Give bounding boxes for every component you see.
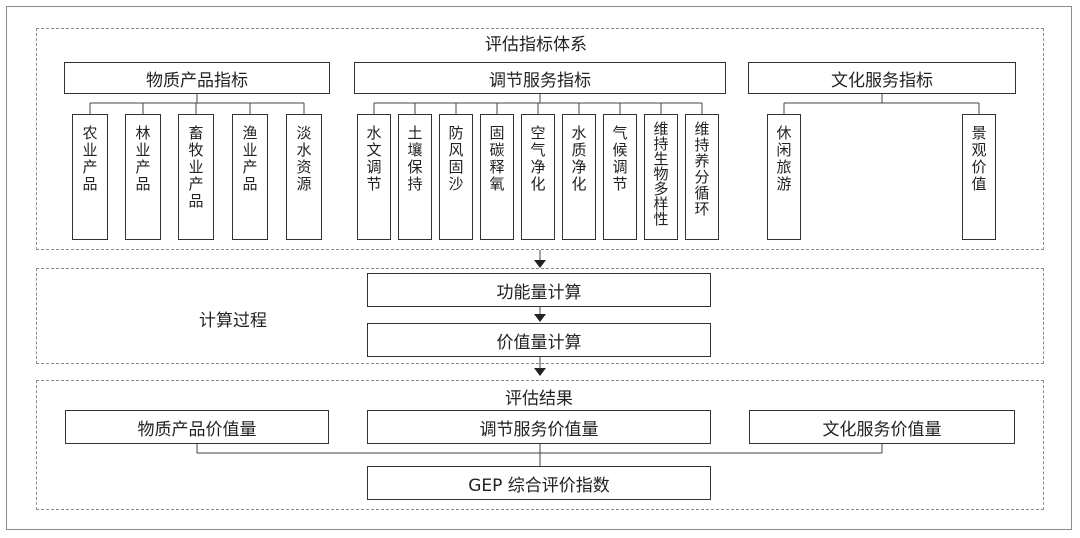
item-carbon-oxygen: 固碳释氧	[480, 114, 514, 240]
item-soil-conservation: 土壤保持	[398, 114, 432, 240]
diagram-frame	[6, 6, 1072, 530]
item-sand-fixation: 防风固沙	[439, 114, 473, 240]
item-landscape-value: 景观价值	[962, 114, 996, 240]
item-biodiversity: 维持生物多样性	[644, 114, 678, 240]
regulation-value-box: 调节服务价值量	[367, 410, 711, 444]
value-quantity-step: 价值量计算	[367, 323, 711, 357]
function-quantity-step: 功能量计算	[367, 273, 711, 307]
item-hydrology: 水文调节	[357, 114, 391, 240]
results-section	[36, 380, 1044, 510]
item-nutrient-cycling: 维持养分循环	[685, 114, 719, 240]
item-freshwater: 淡水资源	[286, 114, 322, 240]
group-cultural-services: 文化服务指标	[748, 62, 1016, 94]
indicator-system-title: 评估指标体系	[466, 30, 606, 55]
results-title: 评估结果	[484, 384, 594, 409]
indicator-system-section	[36, 28, 1044, 250]
item-forestry: 林业产品	[125, 114, 161, 240]
item-climate-regulation: 气候调节	[603, 114, 637, 240]
item-fishery: 渔业产品	[232, 114, 268, 240]
group-material-products: 物质产品指标	[64, 62, 330, 94]
group-regulation-services: 调节服务指标	[354, 62, 726, 94]
item-agriculture: 农业产品	[72, 114, 108, 240]
calculation-label: 计算过程	[199, 311, 267, 331]
cultural-value-box: 文化服务价值量	[749, 410, 1015, 444]
gep-index-box: GEP 综合评价指数	[367, 466, 711, 500]
item-air-purification: 空气净化	[521, 114, 555, 240]
item-water-purification: 水质净化	[562, 114, 596, 240]
item-leisure-tourism: 休闲旅游	[767, 114, 801, 240]
material-value-box: 物质产品价值量	[65, 410, 329, 444]
item-livestock: 畜牧业产品	[178, 114, 214, 240]
